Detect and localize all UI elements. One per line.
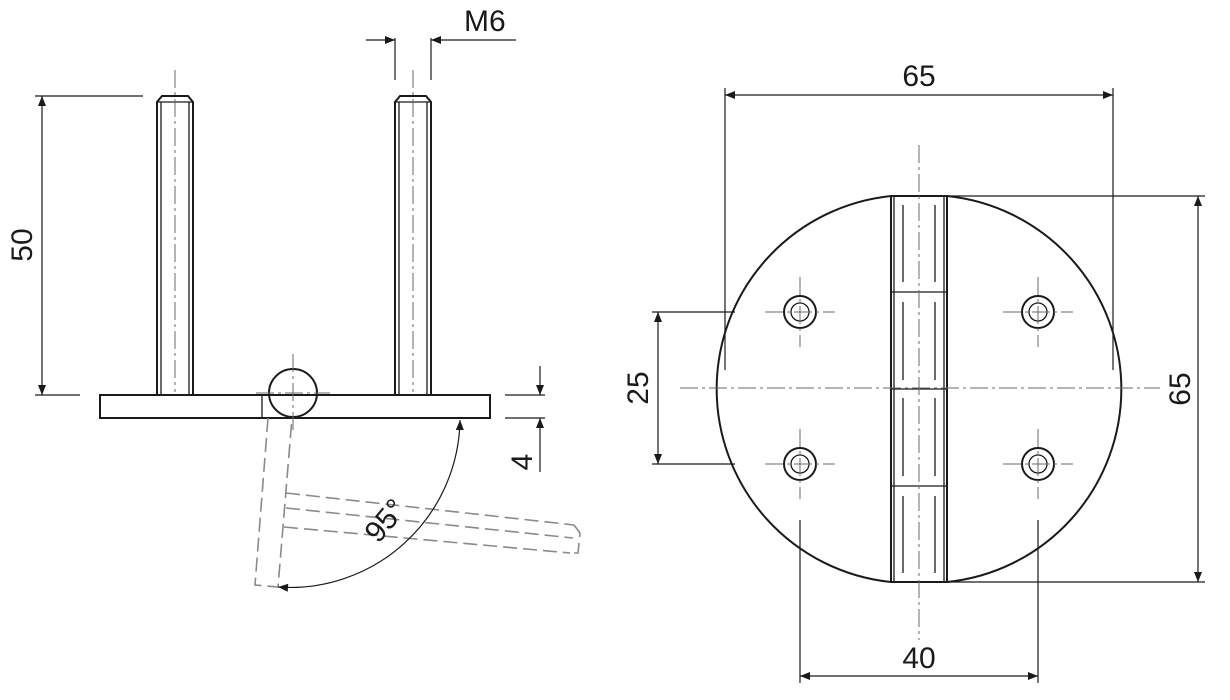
dim-50-label: 50 (6, 228, 39, 261)
open-position-ghost (254, 417, 581, 588)
dim-40-label: 40 (902, 642, 935, 675)
dim-65w-label: 65 (902, 60, 935, 93)
mounting-hole-bottom-left (765, 429, 835, 499)
dim-65h-label: 65 (1164, 372, 1197, 405)
front-view: 65 65 25 40 (622, 60, 1205, 683)
dim-4-label: 4 (506, 454, 539, 471)
angle-arc (277, 419, 464, 592)
dim-m6-label: M6 (464, 5, 506, 38)
mounting-hole-top-right (1003, 277, 1073, 347)
leaf-left (715, 195, 892, 583)
threaded-stud-left (156, 70, 194, 395)
mounting-hole-top-left (765, 277, 835, 347)
side-view: 95° 50 M6 4 (6, 5, 581, 592)
base-plate (99, 394, 491, 419)
dim-25-label: 25 (622, 371, 655, 404)
threaded-stud-right (394, 70, 432, 395)
mounting-hole-bottom-right (1003, 429, 1073, 499)
leaf-right (946, 195, 1123, 583)
